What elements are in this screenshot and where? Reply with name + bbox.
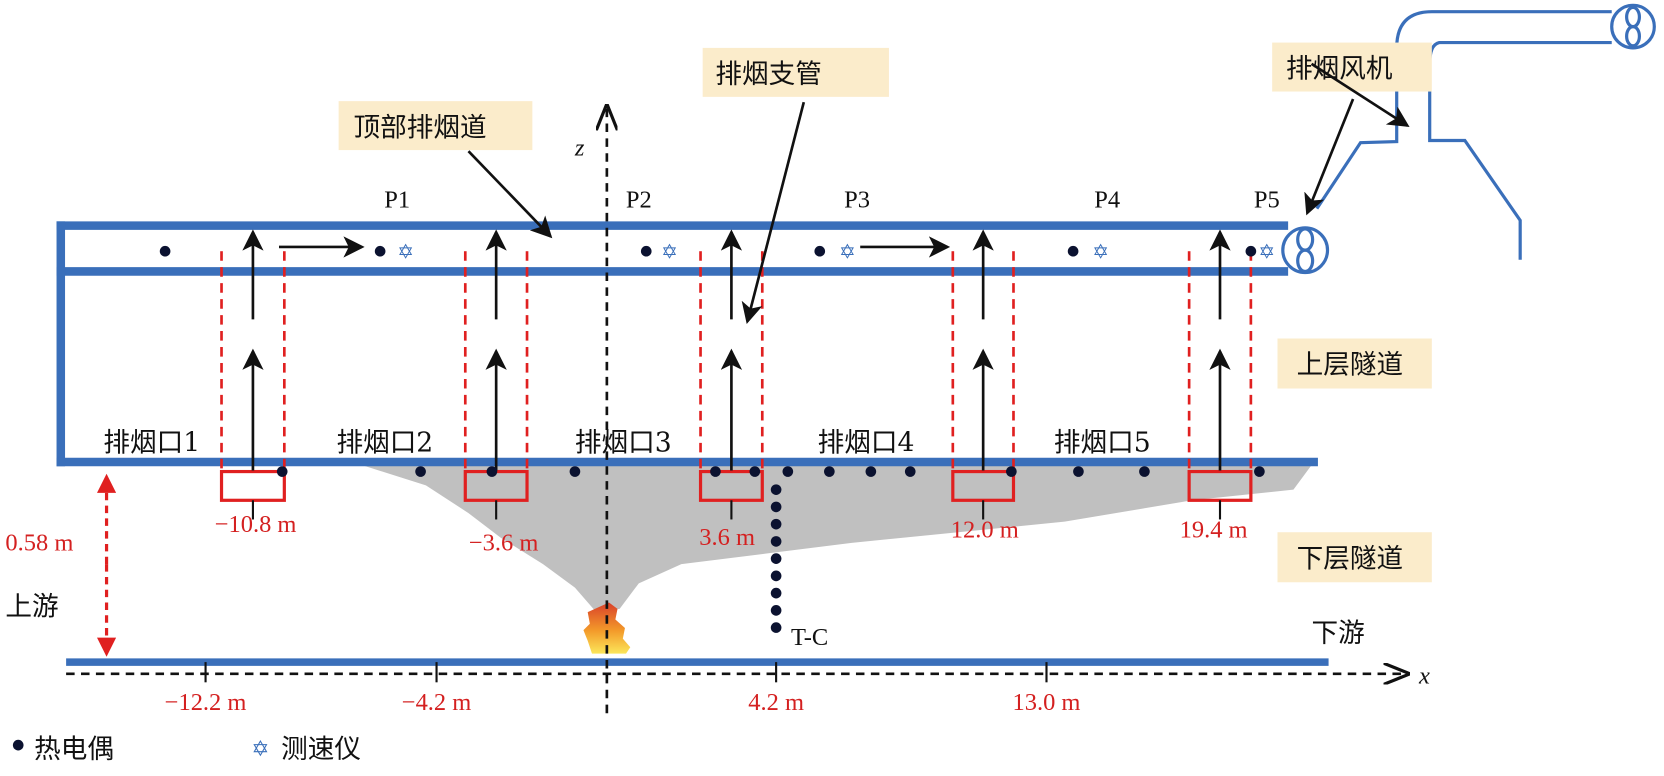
vent-label: 排烟口5 bbox=[1054, 427, 1151, 458]
vent-position-label: −3.6 m bbox=[469, 529, 539, 556]
callout-text: 顶部排烟道 bbox=[354, 112, 487, 143]
fan-icon bbox=[1281, 226, 1330, 275]
vent-label: 排烟口1 bbox=[103, 427, 200, 458]
thermocouple-dot bbox=[159, 245, 171, 257]
callout-exhaust-fan: 排烟风机 bbox=[1272, 42, 1432, 92]
vent-position-label: −10.8 m bbox=[215, 511, 297, 538]
thermocouple-tree-dot bbox=[770, 587, 782, 599]
thermocouple-dot bbox=[824, 466, 835, 477]
callout-lower-tunnel: 下层隧道 bbox=[1277, 532, 1432, 583]
anemometer-icon: ✡ bbox=[839, 240, 856, 264]
vent-label: 排烟口2 bbox=[336, 427, 433, 458]
callout-arrows bbox=[467, 62, 1410, 325]
top-exhaust-duct bbox=[56, 221, 1289, 467]
anemometer-icon: ✡ bbox=[661, 240, 678, 264]
thermocouple-dot bbox=[415, 466, 426, 477]
thermocouple-dot bbox=[710, 466, 721, 477]
fan-icon-top bbox=[1610, 3, 1656, 50]
legend-thermocouple-icon bbox=[12, 739, 24, 751]
thermocouple-dot bbox=[782, 466, 794, 477]
anemometer-icon: ✡ bbox=[1092, 240, 1109, 264]
thermocouple-tree-dot bbox=[770, 536, 782, 547]
anemometer-icon: ✡ bbox=[397, 240, 414, 264]
thermocouple-dot bbox=[749, 466, 761, 477]
anemometer-icon: ✡ bbox=[1258, 240, 1275, 264]
thermocouple-dot bbox=[276, 466, 288, 477]
callout-upper-tunnel: 上层隧道 bbox=[1277, 338, 1432, 389]
exhaust-vent-1 bbox=[219, 469, 286, 502]
vent-label: 排烟口3 bbox=[575, 427, 672, 458]
height-label: 0.58 m bbox=[5, 529, 73, 556]
thermocouple-dot bbox=[814, 245, 826, 257]
measure-point-label: P2 bbox=[626, 187, 652, 214]
vent-position-label: 3.6 m bbox=[699, 524, 755, 551]
x-axis-tick-label: −4.2 m bbox=[402, 689, 472, 716]
thermocouple-tree-dot bbox=[770, 501, 782, 513]
callout-text: 排烟风机 bbox=[1286, 54, 1393, 85]
thermocouple-dot bbox=[1139, 466, 1150, 477]
thermocouple-dot bbox=[1067, 245, 1079, 257]
measure-point-label: P1 bbox=[384, 187, 410, 214]
callout-top-duct: 顶部排烟道 bbox=[338, 101, 533, 151]
callout-text: 排烟支管 bbox=[715, 59, 821, 90]
thermocouple-dot bbox=[904, 466, 916, 477]
smoke-layer bbox=[362, 465, 1312, 613]
thermocouple-tree-dot bbox=[770, 484, 782, 495]
thermocouple-dot bbox=[640, 245, 652, 257]
tc-label: T-C bbox=[791, 624, 828, 651]
callout-text: 上层隧道 bbox=[1297, 350, 1403, 381]
x-axis-tick-label: −12.2 m bbox=[165, 689, 247, 716]
x-axis-label: x bbox=[1418, 662, 1430, 689]
thermocouple-tree-dot bbox=[770, 518, 782, 530]
measure-point-label: P4 bbox=[1094, 187, 1120, 214]
downstream-label: 下游 bbox=[1312, 618, 1365, 649]
thermocouple-dot bbox=[569, 466, 581, 477]
measure-point-label: P3 bbox=[844, 187, 870, 214]
thermocouple-tree-dot bbox=[770, 570, 782, 582]
thermocouple-dot bbox=[1073, 466, 1084, 477]
callout-text: 下层隧道 bbox=[1297, 543, 1403, 574]
thermocouple-dot bbox=[1245, 245, 1257, 257]
x-axis-tick-label: 13.0 m bbox=[1012, 689, 1080, 716]
vent-position-label: 19.4 m bbox=[1180, 517, 1248, 544]
thermocouple-dot bbox=[865, 466, 877, 477]
thermocouple-tree-dot bbox=[770, 605, 782, 616]
thermocouple-dot bbox=[486, 466, 498, 477]
z-axis-label: z bbox=[574, 134, 585, 161]
thermocouple-tree-dot bbox=[770, 622, 782, 633]
callout-branch-pipe: 排烟支管 bbox=[702, 47, 889, 97]
thermocouple-dot bbox=[1254, 466, 1265, 477]
thermocouple-tree-dot bbox=[770, 553, 782, 564]
upstream-label: 上游 bbox=[5, 591, 58, 622]
fire-icon bbox=[583, 602, 631, 654]
legend-anemometer: 测速仪 bbox=[281, 734, 361, 765]
thermocouple-dot bbox=[1006, 466, 1017, 477]
vent-position-label: 12.0 m bbox=[951, 517, 1019, 544]
thermocouple-dot bbox=[374, 245, 386, 257]
x-axis-tick-label: 4.2 m bbox=[748, 689, 804, 716]
legend-anemometer-icon: ✡ bbox=[251, 737, 269, 762]
legend-thermocouple: 热电偶 bbox=[34, 734, 114, 765]
measure-point-label: P5 bbox=[1254, 187, 1280, 214]
vent-label: 排烟口4 bbox=[818, 427, 915, 458]
